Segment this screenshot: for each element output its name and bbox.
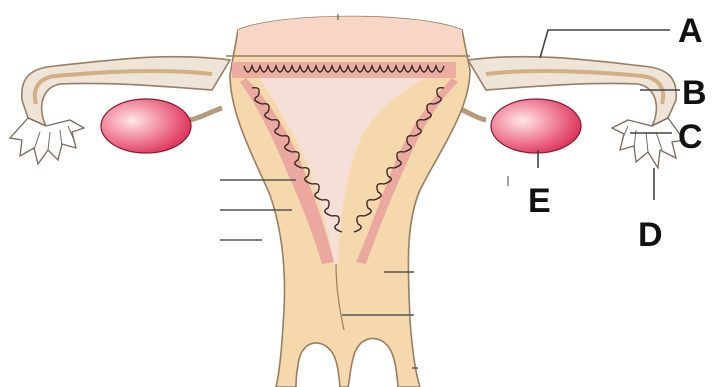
left-ovary — [101, 99, 191, 153]
right-fimbriae — [612, 118, 684, 168]
label-d: D — [638, 216, 663, 254]
right-ovary — [491, 99, 581, 153]
left-fimbriae — [10, 118, 84, 164]
fundus — [238, 17, 462, 57]
label-c: C — [678, 118, 703, 156]
leader-a — [540, 30, 670, 58]
left-ovarian-ligament — [190, 108, 222, 120]
label-a: A — [678, 12, 703, 50]
label-b: B — [682, 74, 707, 112]
label-e: E — [528, 182, 551, 220]
